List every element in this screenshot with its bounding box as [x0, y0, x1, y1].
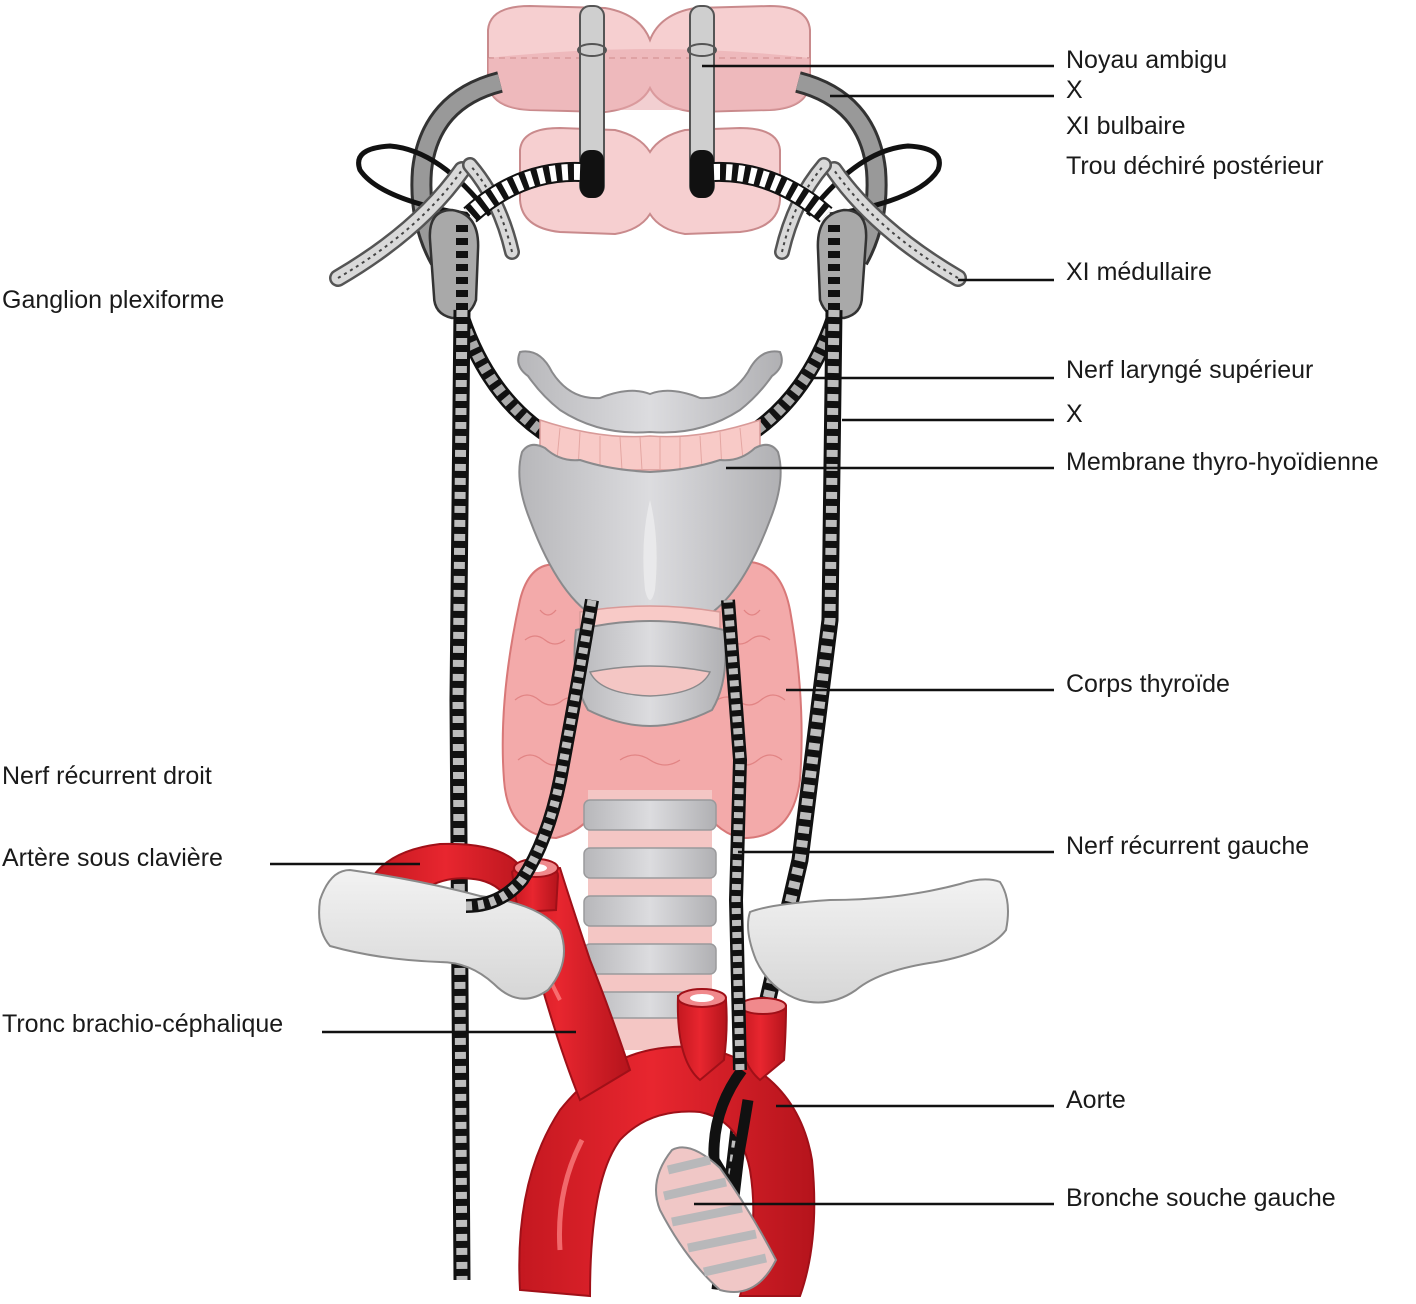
leader-lines — [270, 64, 1054, 1206]
label-nerf-recurrent-gauche: Nerf récurrent gauche — [1066, 832, 1309, 860]
label-nerf-larynge-superieur: Nerf laryngé supérieur — [1066, 356, 1313, 384]
medulla-upper-section — [487, 4, 811, 114]
nucleus-ambiguus-columns — [577, 5, 717, 198]
label-xi-medullaire: XI médullaire — [1066, 258, 1212, 286]
label-ganglion-plexiforme: Ganglion plexiforme — [2, 286, 224, 314]
label-noyau-ambigu: Noyau ambigu — [1066, 46, 1227, 74]
label-x-lower: X — [1066, 400, 1083, 428]
right-recurrent-nerve — [465, 598, 599, 913]
label-artere-sous-claviere: Artère sous clavière — [2, 844, 223, 872]
label-x-upper: X — [1066, 76, 1083, 104]
left-clavicle — [747, 878, 1009, 1004]
label-trou-dechire-posterieur: Trou déchiré postérieur — [1066, 152, 1324, 180]
label-corps-thyroide: Corps thyroïde — [1066, 670, 1230, 698]
label-nerf-recurrent-droit: Nerf récurrent droit — [2, 762, 212, 790]
label-bronche-souche-gauche: Bronche souche gauche — [1066, 1184, 1336, 1212]
plexiform-ganglia — [428, 208, 868, 320]
label-tronc-brachio-cephalique: Tronc brachio-céphalique — [2, 1010, 283, 1038]
left-carotid-subclavian — [676, 988, 788, 1082]
bulbar-accessory-nerves — [463, 161, 833, 223]
label-aorte: Aorte — [1066, 1086, 1126, 1114]
left-main-bronchus — [655, 1146, 778, 1293]
label-xi-bulbaire: XI bulbaire — [1066, 112, 1186, 140]
jugular-foramen-loops — [356, 143, 942, 218]
label-membrane-thyro-hyoidienne: Membrane thyro-hyoïdienne — [1066, 448, 1379, 476]
thyroid-cartilage — [518, 443, 782, 642]
hyoid-bone — [517, 350, 783, 434]
label-layer: Noyau ambigu X XI bulbaire Trou déchiré … — [2, 46, 1379, 1212]
cricoid-cartilage — [573, 620, 727, 728]
